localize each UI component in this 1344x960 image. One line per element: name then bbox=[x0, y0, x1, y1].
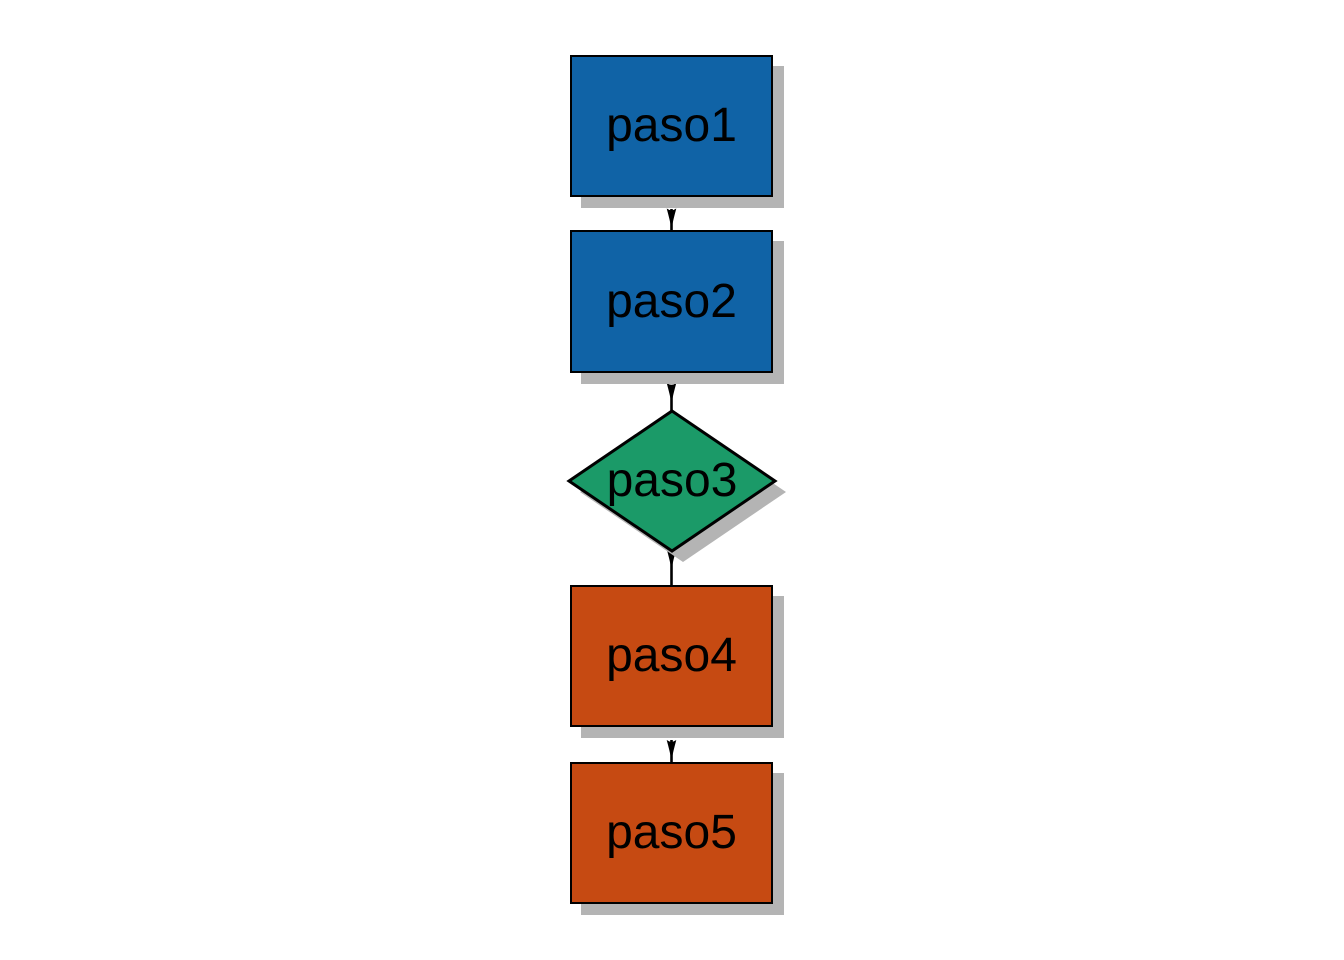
process-box: paso1 bbox=[570, 55, 773, 197]
arrowhead-icon bbox=[666, 383, 677, 404]
diamond-label-box: paso3 bbox=[566, 407, 778, 555]
edge-paso4-paso5 bbox=[666, 740, 677, 762]
flow-node-paso3: paso3 bbox=[566, 407, 790, 567]
process-box: paso5 bbox=[570, 762, 773, 904]
process-box: paso4 bbox=[570, 585, 773, 727]
node-label: paso2 bbox=[606, 274, 737, 328]
flow-node-paso4: paso4 bbox=[570, 585, 784, 738]
flow-node-paso5: paso5 bbox=[570, 762, 784, 915]
flow-node-paso1: paso1 bbox=[570, 55, 784, 208]
node-label: paso1 bbox=[606, 99, 737, 152]
node-label: paso4 bbox=[606, 629, 737, 682]
flow-node-paso2: paso2 bbox=[570, 230, 784, 384]
decision-diamond bbox=[566, 409, 786, 562]
node-label: paso5 bbox=[606, 806, 737, 859]
process-box: paso2 bbox=[570, 230, 773, 373]
node-label: paso3 bbox=[606, 454, 738, 507]
edge-paso1-paso2 bbox=[666, 208, 677, 231]
arrowhead-icon bbox=[666, 740, 677, 761]
arrowhead-icon bbox=[666, 208, 677, 230]
